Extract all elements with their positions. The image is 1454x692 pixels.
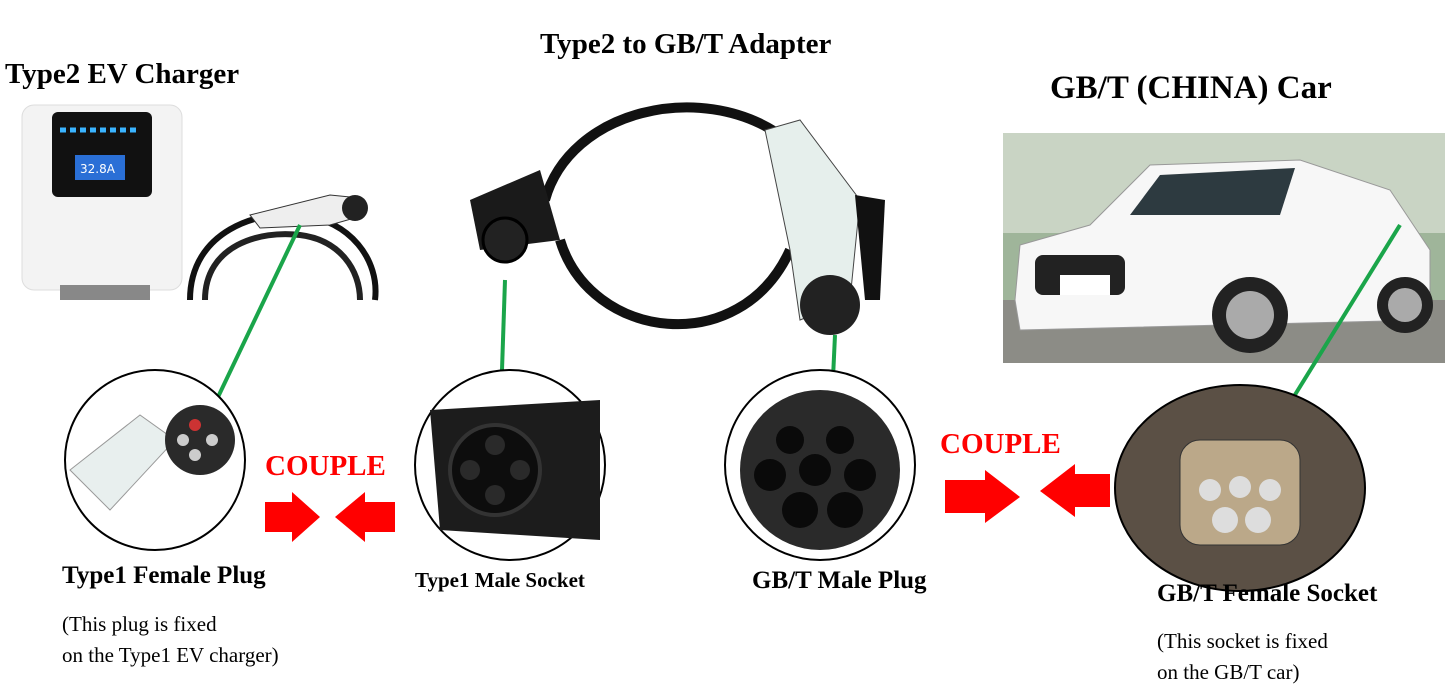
- type1-female-plug-label: Type1 Female Plug: [62, 562, 266, 589]
- charger-photo: 32.8A: [21, 104, 379, 301]
- note-line: on the GB/T car): [1157, 660, 1300, 684]
- gbt-female-socket-label: GB/T Female Socket: [1157, 580, 1378, 607]
- connector-line-gbt-socket: [1291, 223, 1402, 400]
- note-line: on the Type1 EV charger): [62, 643, 279, 667]
- car-heading: GB/T (CHINA) Car: [1050, 70, 1332, 106]
- charger-heading: Type2 EV Charger: [5, 58, 240, 90]
- gbt-male-plug-closeup: [724, 369, 916, 561]
- arrow-right-icon: [265, 492, 320, 542]
- note-line: (This socket is fixed: [1157, 629, 1328, 653]
- adapter-photo: [470, 102, 885, 335]
- note-line: (This plug is fixed: [62, 612, 217, 636]
- type1-female-plug-closeup: [64, 369, 246, 551]
- gbt-female-socket-note: (This socket is fixed on the GB/T car): [1157, 626, 1328, 688]
- type1-female-plug-note: (This plug is fixed on the Type1 EV char…: [62, 609, 279, 671]
- arrow-left-icon: [1040, 464, 1110, 517]
- gbt-male-plug-label: GB/T Male Plug: [752, 567, 927, 594]
- type1-male-socket-closeup: [414, 369, 606, 561]
- connector-line-type1-plug: [216, 224, 302, 398]
- arrow-left-icon: [335, 492, 395, 542]
- gbt-female-socket-closeup: [1114, 384, 1366, 592]
- arrow-right-icon: [945, 470, 1020, 523]
- adapter-heading: Type2 to GB/T Adapter: [540, 28, 832, 60]
- couple-label-right: COUPLE: [940, 428, 1061, 460]
- type1-male-socket-label: Type1 Male Socket: [415, 568, 585, 592]
- couple-label-left: COUPLE: [265, 450, 386, 482]
- svg-text:32.8A: 32.8A: [80, 162, 116, 176]
- connector-line-type1-socket: [500, 279, 507, 371]
- car-photo: [1003, 133, 1445, 363]
